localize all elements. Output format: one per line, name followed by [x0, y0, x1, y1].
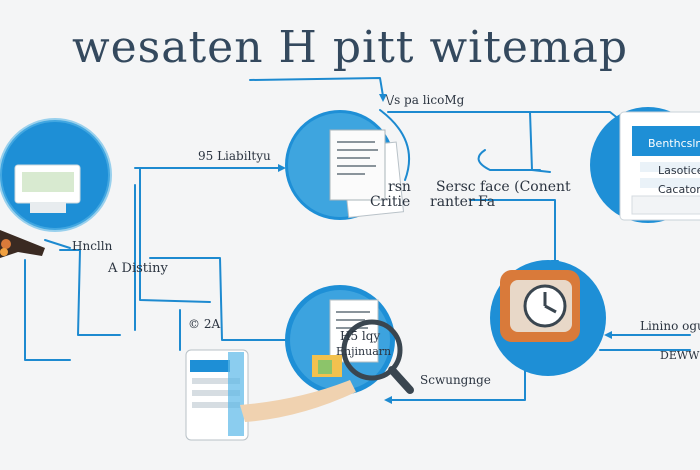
label-right-lower-top: Linino ogu: [640, 319, 700, 333]
label-right-panel-head: Benthcslnta: [648, 137, 700, 150]
label-left-h: Hnclln: [72, 239, 113, 253]
label-top-connector: \/s pa licoMg: [386, 93, 465, 107]
connector-left-bottom: [59, 249, 121, 336]
label-center-crite: Critie: [370, 194, 411, 210]
connector-lines: [24, 77, 691, 401]
label-mid-small: © 2A: [188, 317, 221, 331]
label-center-service: Sersc: [436, 179, 476, 195]
arm-shape: [240, 380, 356, 422]
label-right-lower-bottom: DEWW: [660, 349, 700, 362]
center-top-node: [285, 110, 405, 220]
pointing-hand-icon: [0, 230, 45, 258]
label-center-ranter: ranter: [430, 194, 475, 210]
arrow-bottom: [384, 396, 392, 404]
center-bottom-node: [285, 285, 414, 395]
connector-center-right: [469, 199, 556, 263]
right-lower-node: [490, 260, 606, 376]
page-title: wesaten H pitt witemap: [71, 22, 629, 73]
connector-bottom-left: [24, 259, 71, 361]
label-left-a: A Distiny: [108, 261, 168, 276]
label-right-panel-line1: Lasoticen: [658, 164, 700, 177]
connector-left-vertical: [139, 167, 211, 303]
browser-window-icon: [619, 111, 700, 221]
connector-center-loop: [477, 149, 541, 171]
smartwatch-icon: [500, 270, 580, 342]
connector-top-right: [387, 111, 551, 173]
label-left-upper: 95 Liabiltyu: [198, 149, 271, 163]
document-icon: [329, 129, 405, 218]
arrow-top: [379, 94, 387, 102]
label-right-panel-line2: Cacatonuh: [658, 183, 700, 196]
label-bottom: Scwungnge: [420, 373, 491, 387]
label-center-face: face (Conent: [480, 179, 571, 195]
connector-left-h: [44, 239, 71, 249]
search-magnifier-icon: [341, 319, 414, 394]
connector-bottom: [389, 359, 526, 401]
label-center-left: rsn: [388, 179, 411, 195]
label-search-top: H5 lqy: [340, 329, 381, 343]
arrow-right-lower: [604, 331, 612, 339]
connector-center-arc: [379, 109, 411, 181]
label-center-fa: Fa: [478, 194, 496, 210]
left-node: [0, 118, 112, 232]
connector-mid-horizontal: [149, 257, 291, 341]
arrow-left-upper: [278, 164, 286, 172]
right-node: [590, 107, 700, 223]
monitor-icon: [14, 164, 81, 213]
connector-top-right-b: [529, 111, 621, 121]
label-search-sub: Enjinuarn: [336, 345, 392, 358]
connector-top: [249, 77, 384, 97]
mobile-phone-icon: [185, 349, 249, 441]
